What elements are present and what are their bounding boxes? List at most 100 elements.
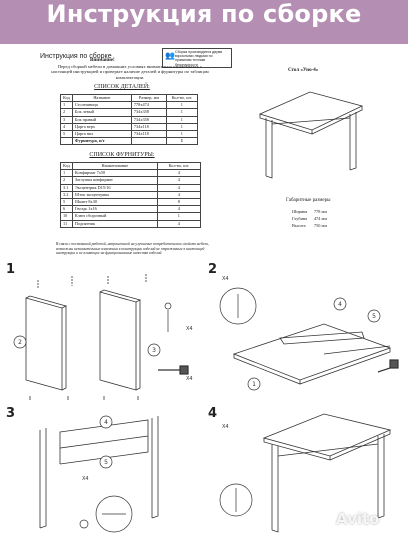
cell: 4 [156,219,201,228]
cell: Фурнитура, п/т [71,137,132,146]
tabletop-side [299,348,391,385]
callout-number: 4 [104,419,108,426]
foot-pins [29,396,139,400]
qty-label: X4 [186,326,193,332]
avito-text: Avito [336,510,380,528]
dimension-label: Высота [292,223,306,228]
callout-number: 2 [18,339,22,346]
callout-3: 3 [147,343,161,357]
screw-head [164,302,172,310]
cell [60,137,73,146]
bottom-rail [59,436,149,465]
cell: 1 [165,115,198,124]
step-1-diagram: 2 3 X4 X4 [13,274,193,400]
callout-2: 2 [13,335,27,349]
detail-circle-outline [219,287,257,325]
avito-watermark: Avito [318,506,404,534]
desk-right-leg [377,434,385,519]
fittings-header-row: Код Наименование Кол-во, шт. [60,161,201,171]
cell: 1 [165,108,198,117]
callout-circle [333,297,347,311]
desk-left-leg [271,444,279,533]
qty-label: X4 [222,424,229,430]
cell: Ключ сборочный [71,212,158,221]
cell: Гвоздь 1х16 [71,205,158,214]
callout-5: 5 [367,309,381,323]
fittings-header-cell: Код [60,161,73,171]
callout-4: 4 [99,415,113,429]
callout-circle [247,377,261,391]
cell: 10 [60,212,73,221]
cam-lock-icon [79,519,89,529]
cell: Столешница [71,101,132,110]
dimension-row: Высота 750 мм [292,223,327,228]
desk-rail [277,443,379,457]
left-panel-thickness [61,306,67,391]
right-panel-edge [99,289,142,303]
step-2-number: 2 [208,262,218,277]
left-side-panel [39,428,47,529]
desk-top [262,413,392,457]
cell: 4 [156,183,201,192]
dimension-value: 474 мм [314,216,327,221]
dimension-label: Глубина [292,216,308,221]
cell: 5 [60,198,73,207]
dimension-value: 778 мм [314,209,327,214]
hammer-icon [158,365,189,375]
callout-number: 5 [372,313,376,320]
cell: Шкант 8х30 [71,198,158,207]
parts-title: СПИСОК ДЕТАЛЕЙ: [94,84,150,90]
table-row: Фурнитура, п/т 1 [60,137,198,146]
desk-illustration [258,91,364,179]
callout-circle [13,335,27,349]
step-3-diagram: 4 5 X4 [39,415,159,533]
cell: 1 [165,137,198,146]
detail-circle-outline [219,483,253,517]
detail-circle [95,495,133,533]
qty-label: X4 [82,476,89,482]
cell: 1 [60,101,73,110]
tabletop-front [233,354,301,385]
cell [130,137,167,146]
detail-circle [219,287,257,325]
cell: 3.1 [60,183,73,192]
callout-circle [367,309,381,323]
desk-rail [271,117,351,125]
fittings-header-cell: Кол-во, шт. [156,161,201,171]
fittings-header-cell: Наименование [71,161,158,171]
step-3-number: 3 [6,406,16,421]
desk-top [258,91,364,131]
cell: Царга верх [71,122,132,132]
callout-4: 4 [333,297,347,311]
instruction-sheet: Инструкция по сборке 👥 Сборка производит… [0,44,408,540]
detail-circle [219,483,253,517]
cell: 778х474 [130,101,167,110]
cell: 6 [60,205,73,214]
cell: Эксцентрик D15/16 [71,183,158,192]
desk-right-leg [349,112,357,171]
left-side-panel [25,297,63,391]
cell: 734х358 [130,115,167,124]
parts-header-cell: Код [60,93,73,103]
product-title: Стол «Уно-4» [288,68,319,73]
dimension-value: 750 мм [314,223,327,228]
cell: Шток эксцентрика [71,190,158,200]
parts-header-row: Код Название Размер, мм Кол-во, шт. [60,93,198,103]
cell: Бок левый [71,108,132,117]
callout-number: 1 [252,381,256,388]
cell: 3 [60,115,73,124]
cell: 8 [156,198,201,207]
title-banner: Инструкция по сборке [0,0,408,44]
cell: Бок правый [71,115,132,124]
qty-label: X4 [222,276,229,282]
desk-top-side [311,106,363,135]
cell: 3.2 [60,190,73,200]
